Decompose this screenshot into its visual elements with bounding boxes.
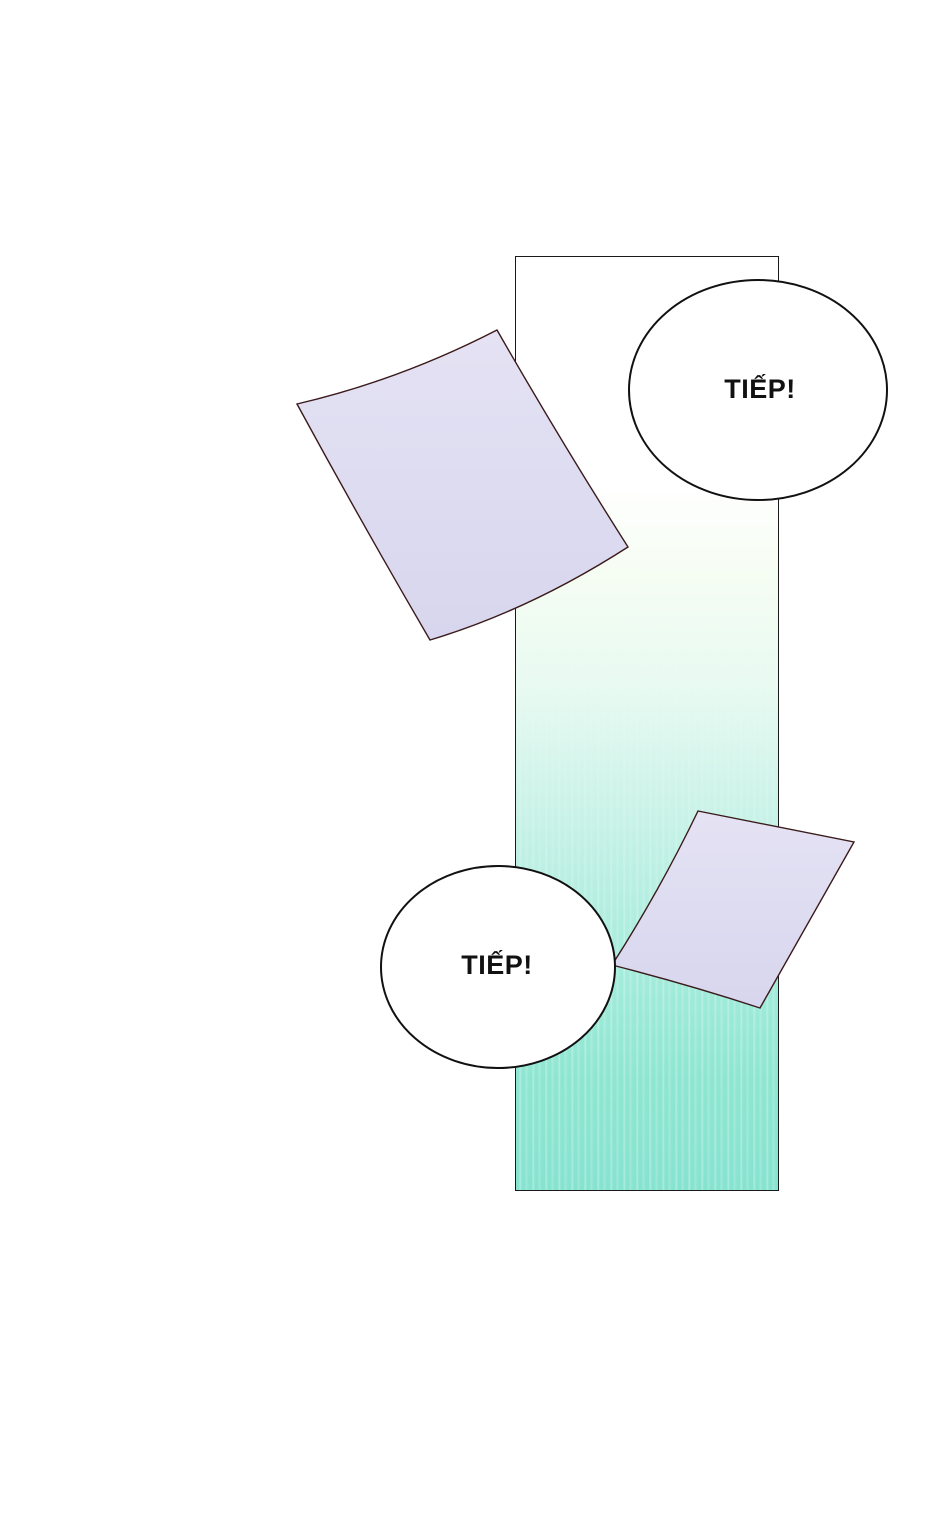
flying-paper-lower: [610, 810, 856, 1009]
speech-bubble-1: [628, 279, 888, 501]
speech-bubble-2-text: TIẾP!: [461, 950, 533, 980]
speech-bubble-1-text: TIẾP!: [724, 374, 796, 404]
flying-paper-upper: [295, 329, 629, 641]
speech-bubble-2: [380, 865, 616, 1069]
